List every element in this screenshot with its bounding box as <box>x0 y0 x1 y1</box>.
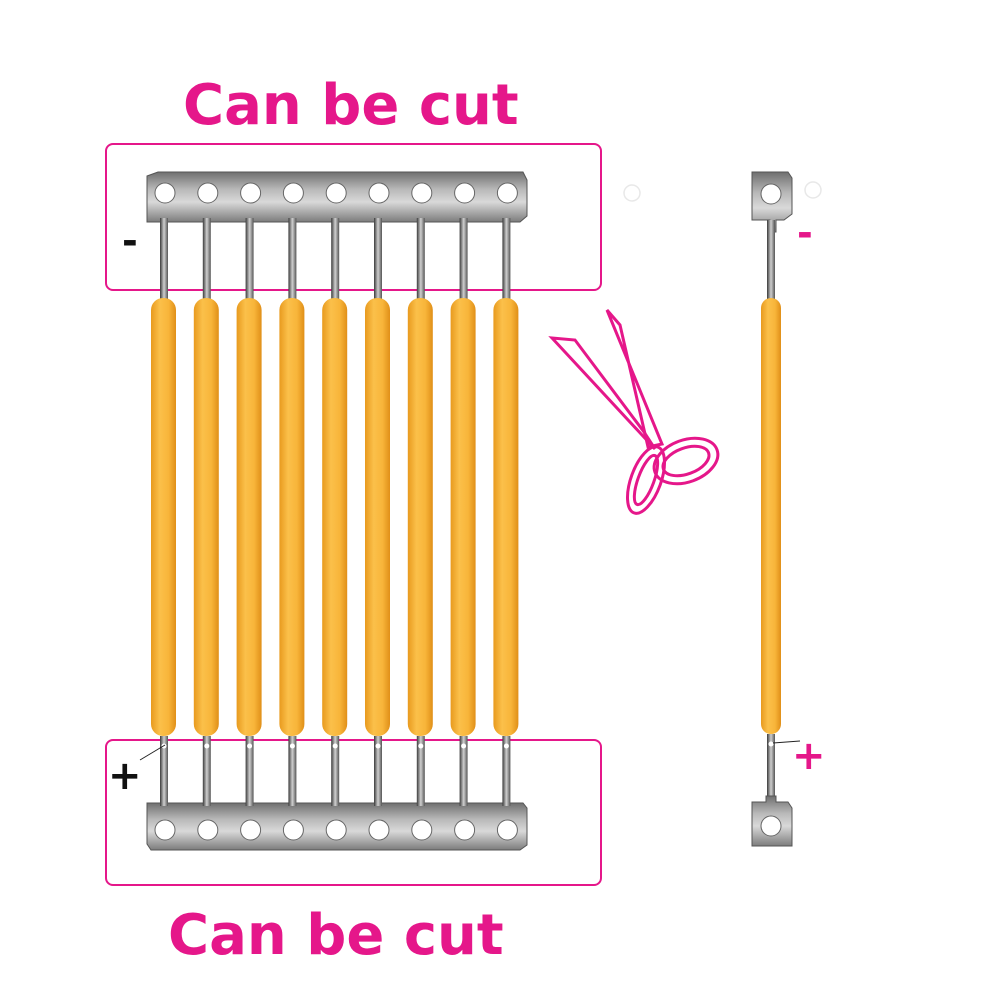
leg-bottom <box>288 736 297 806</box>
filament-body <box>407 298 433 736</box>
leg-bottom <box>502 736 511 806</box>
hole-top <box>240 182 262 204</box>
hole-top <box>154 182 176 204</box>
hole-top <box>496 182 518 204</box>
hole-bottom <box>197 819 219 841</box>
ring-icon <box>804 181 822 199</box>
metal-bar-bottom <box>146 802 528 851</box>
leg-bottom <box>160 736 168 806</box>
metal-legs <box>139 218 511 806</box>
hole-bottom <box>240 819 262 841</box>
filament-body <box>193 298 219 736</box>
single-positive-sign: + <box>792 733 826 779</box>
single-filament <box>751 171 801 847</box>
strip-positive-sign: + <box>108 753 142 799</box>
hole-top <box>282 182 304 204</box>
solder-dot <box>247 743 253 749</box>
hole-bottom <box>325 819 347 841</box>
filament-body <box>236 298 262 736</box>
solder-dot <box>204 743 210 749</box>
single-leg-top <box>767 220 775 302</box>
leg-bottom <box>374 736 382 806</box>
leg-top <box>160 218 168 304</box>
single-hole-bottom <box>760 815 782 837</box>
solder-dot <box>375 743 381 749</box>
leg-top <box>374 218 382 304</box>
metal-bar-top <box>146 171 528 223</box>
scissors-icon <box>548 309 720 515</box>
hole-bottom <box>154 819 176 841</box>
leg-top <box>331 218 340 304</box>
leg-top <box>288 218 297 304</box>
leg-top <box>416 218 425 304</box>
positive-leader-line <box>139 744 166 761</box>
solder-dot <box>289 743 295 749</box>
leg-top <box>459 218 468 304</box>
leg-bottom <box>416 736 425 806</box>
filament-body <box>493 298 519 736</box>
hole-bottom <box>454 819 476 841</box>
hole-top <box>197 182 219 204</box>
solder-dot <box>332 743 338 749</box>
leg-bottom <box>245 736 254 806</box>
hole-bottom <box>496 819 518 841</box>
filament-body <box>365 298 390 736</box>
filament-body <box>151 298 176 736</box>
hole-top <box>368 182 390 204</box>
filament-body <box>450 298 476 736</box>
single-negative-sign: - <box>797 211 813 255</box>
hole-bottom <box>282 819 304 841</box>
cut-zone-bottom <box>105 739 602 886</box>
can-be-cut-label-bottom: Can be cut <box>168 903 504 968</box>
single-body <box>761 298 781 734</box>
solder-dot <box>418 743 424 749</box>
hole-top <box>325 182 347 204</box>
leg-bottom <box>202 736 211 806</box>
leg-top <box>502 218 511 304</box>
leg-top <box>202 218 211 304</box>
can-be-cut-label-top: Can be cut <box>183 73 519 138</box>
single-hole-top <box>760 183 782 205</box>
hole-bottom <box>411 819 433 841</box>
leg-bottom <box>459 736 468 806</box>
strip-negative-sign: - <box>122 219 138 263</box>
filament-body <box>279 298 305 736</box>
hole-top <box>411 182 433 204</box>
hole-bottom <box>368 819 390 841</box>
filament-body <box>322 298 348 736</box>
leg-bottom <box>331 736 340 806</box>
leg-top <box>245 218 254 304</box>
hole-top <box>454 182 476 204</box>
filament-strip <box>151 298 519 736</box>
cut-zone-top <box>105 143 602 291</box>
single-leg-bottom <box>767 734 775 804</box>
ring-icon <box>623 184 641 202</box>
solder-dot <box>461 743 467 749</box>
solder-dot <box>503 743 509 749</box>
